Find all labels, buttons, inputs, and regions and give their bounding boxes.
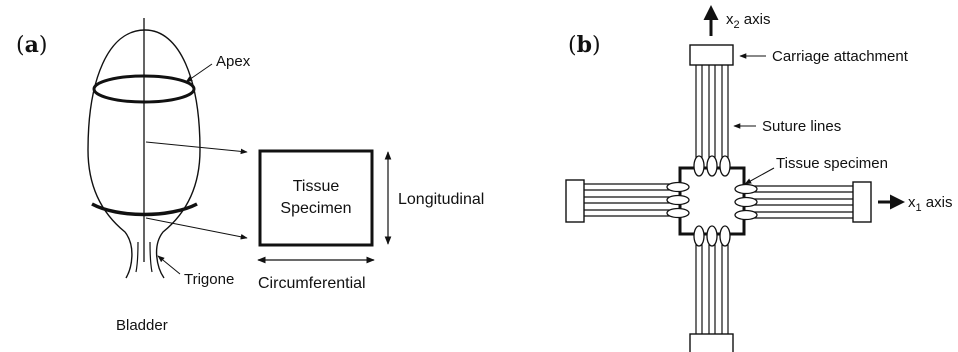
suture-lines-label: Suture lines bbox=[762, 118, 841, 135]
longitudinal-label: Longitudinal bbox=[398, 191, 484, 208]
trigone-arrow bbox=[157, 255, 181, 275]
bladder-caption: Bladder bbox=[116, 317, 168, 334]
suture-loops-bottom bbox=[693, 225, 731, 247]
specimen-arrow-top bbox=[145, 141, 248, 155]
carriage-attachment-label: Carriage attachment bbox=[772, 48, 909, 65]
suture-loops-top bbox=[693, 155, 731, 177]
carriage-block-left bbox=[565, 179, 585, 223]
tissue-specimen-box bbox=[258, 149, 374, 247]
circumferential-label: Circumferential bbox=[258, 275, 366, 292]
trigone-label: Trigone bbox=[184, 271, 234, 288]
suture-lines-top bbox=[695, 65, 729, 168]
suture-lines-left bbox=[584, 183, 676, 217]
carriage-block-top bbox=[689, 44, 734, 66]
suture-lines-bottom bbox=[695, 234, 729, 334]
carriage-block-right bbox=[852, 181, 872, 223]
tissue-specimen-square bbox=[678, 166, 746, 236]
apex-band bbox=[92, 74, 196, 104]
tissue-specimen-label: Tissue specimen bbox=[776, 155, 888, 172]
panel-b-label: (b) bbox=[568, 32, 601, 58]
tissue-specimen-label-line2: Specimen bbox=[280, 200, 351, 217]
tissue-specimen-label-line1: Tissue bbox=[293, 178, 340, 195]
tissue-specimen-arrow bbox=[744, 167, 775, 185]
lower-band bbox=[91, 202, 198, 217]
specimen-arrow-bottom bbox=[145, 217, 248, 240]
apex-arrow bbox=[185, 63, 213, 83]
panel-a: (a) Apex Tissue Specimen Longitudinal Ci… bbox=[16, 18, 484, 334]
suture-loops-right bbox=[734, 183, 758, 221]
panel-b: (b) x2 axis bbox=[565, 5, 952, 352]
suture-loops-left bbox=[666, 181, 690, 219]
x1-axis-label: x1 axis bbox=[908, 194, 952, 214]
trigone-curve-right bbox=[149, 241, 153, 273]
suture-lines-right bbox=[748, 185, 853, 219]
carriage-block-bottom bbox=[689, 333, 734, 352]
panel-a-label: (a) bbox=[16, 32, 47, 58]
apex-label: Apex bbox=[216, 53, 251, 70]
trigone-curve-left bbox=[135, 241, 139, 273]
bladder-outline bbox=[87, 29, 201, 279]
x2-axis-label: x2 axis bbox=[726, 11, 770, 31]
